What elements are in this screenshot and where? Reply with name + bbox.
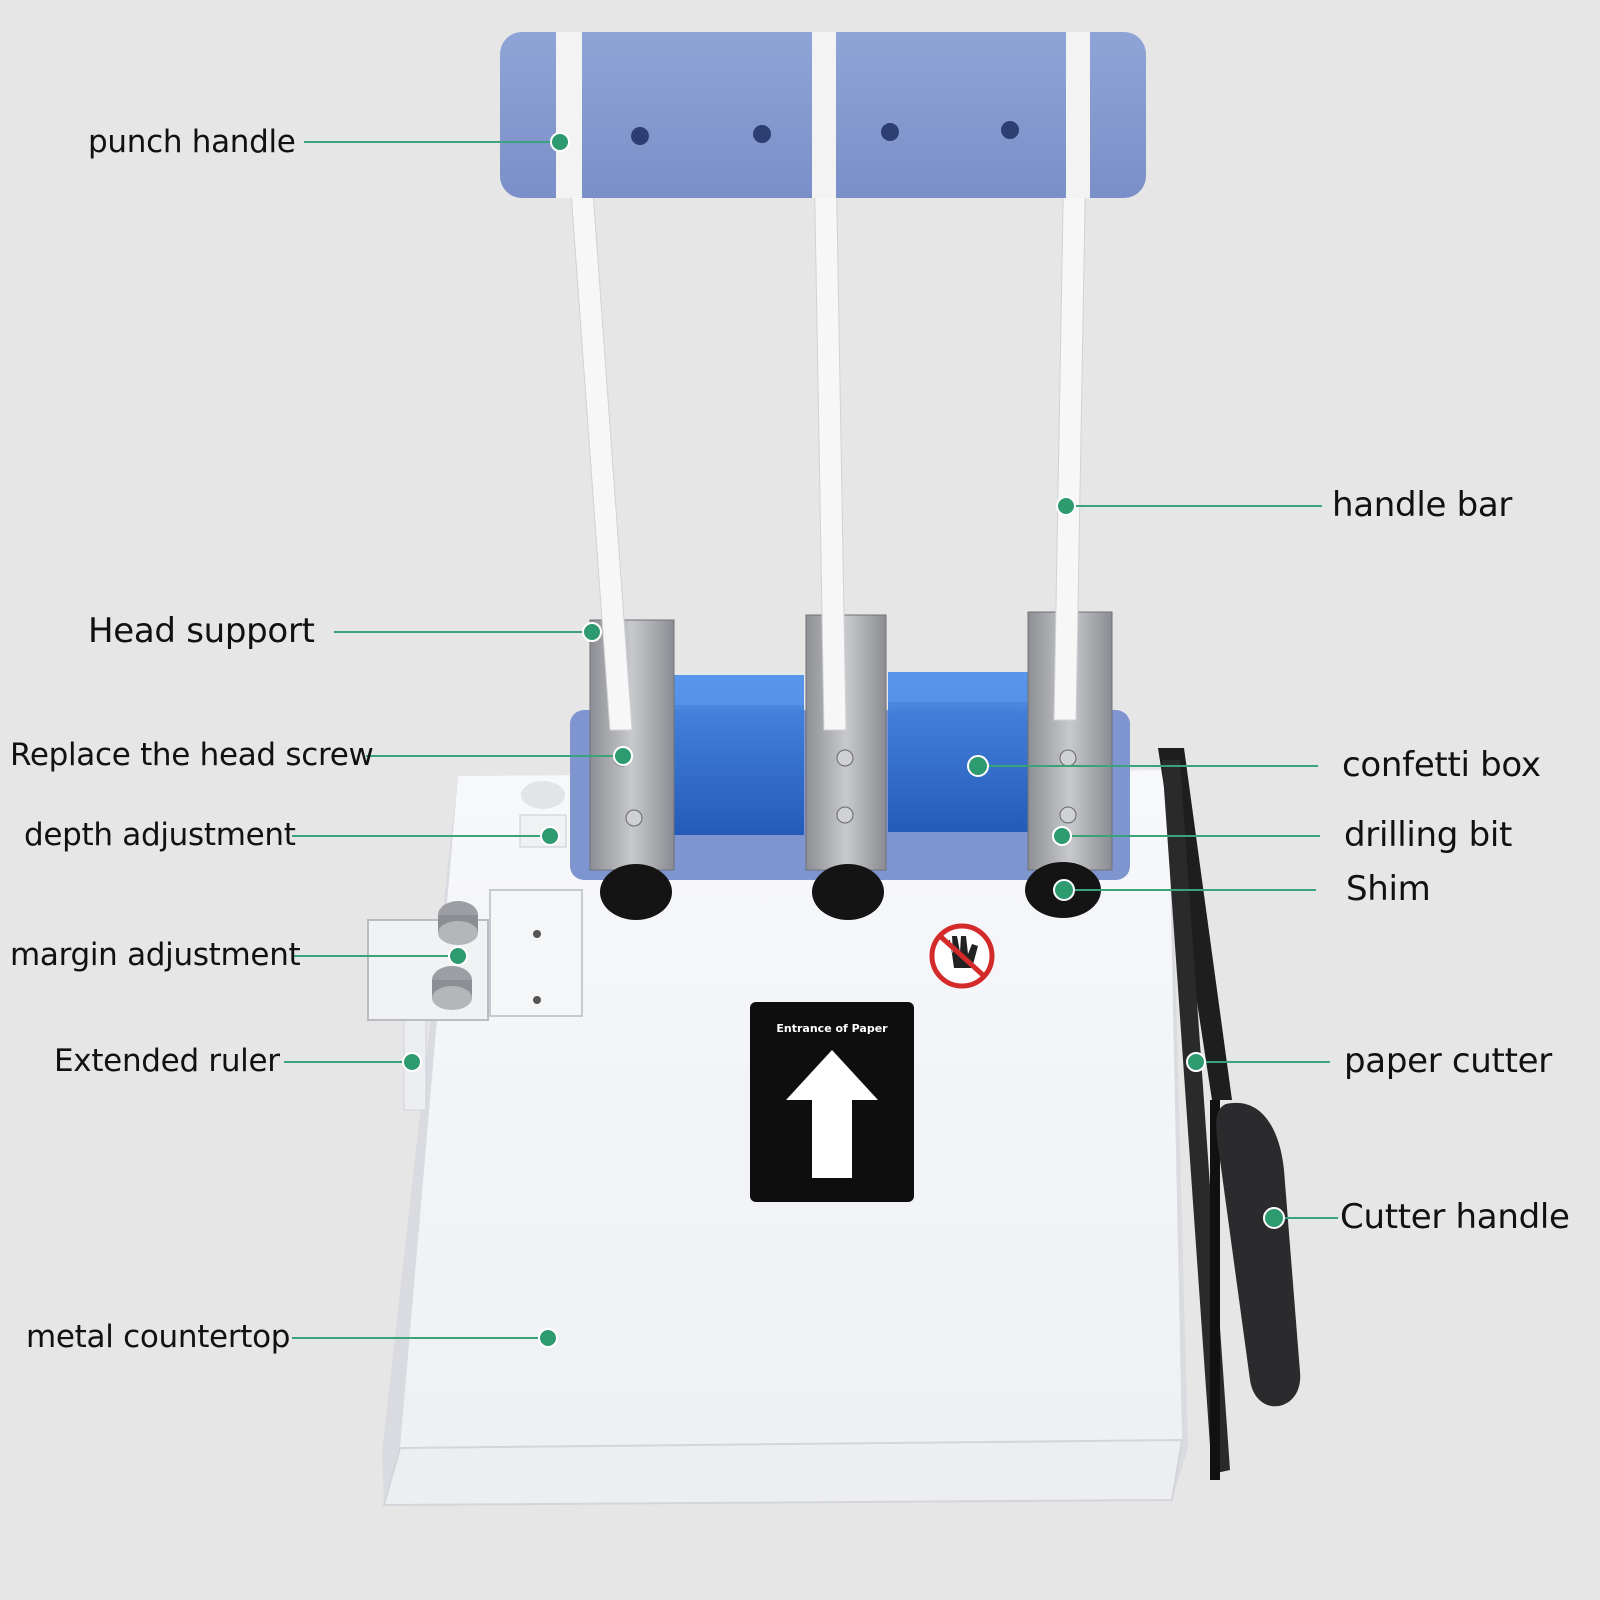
dot-metal-countertop <box>538 1328 558 1348</box>
dot-drilling-bit <box>1052 826 1072 846</box>
dot-head-support <box>582 622 602 642</box>
label-replace-head-screw: Replace the head screw <box>10 737 374 773</box>
label-confetti-box: confetti box <box>1342 745 1541 785</box>
label-drilling-bit: drilling bit <box>1344 815 1513 855</box>
leader-dots <box>402 132 1285 1348</box>
dot-margin-adjustment <box>448 946 468 966</box>
dot-handle-bar <box>1056 496 1076 516</box>
label-margin-adjustment: margin adjustment <box>10 937 301 973</box>
dot-punch-handle <box>550 132 570 152</box>
dot-paper-cutter <box>1186 1052 1206 1072</box>
leader-lines <box>284 141 1338 1339</box>
entrance-of-paper-sign: Entrance of Paper <box>750 1002 914 1202</box>
entrance-of-paper-text: Entrance of Paper <box>776 1022 888 1035</box>
arrow-up-icon <box>786 1050 878 1178</box>
label-cutter-handle: Cutter handle <box>1340 1197 1570 1237</box>
no-hands-warning-icon <box>929 923 995 989</box>
label-head-support: Head support <box>88 611 315 651</box>
head-support-shape <box>589 611 1113 871</box>
label-handle-bar: handle bar <box>1332 485 1513 525</box>
label-metal-countertop: metal countertop <box>26 1319 291 1355</box>
shim-shape <box>600 862 1101 920</box>
label-paper-cutter: paper cutter <box>1344 1041 1552 1081</box>
label-extended-ruler: Extended ruler <box>54 1043 280 1079</box>
label-shim: Shim <box>1346 869 1431 909</box>
label-punch-handle: punch handle <box>88 124 296 160</box>
dot-confetti-box <box>967 755 989 777</box>
punch-handle-shape <box>500 32 1146 198</box>
dot-shim <box>1053 879 1075 901</box>
margin-adjustment-shape <box>367 889 583 1021</box>
dot-cutter-handle <box>1263 1207 1285 1229</box>
dot-depth-adjustment <box>540 826 560 846</box>
label-depth-adjustment: depth adjustment <box>24 817 296 853</box>
dot-replace-head-screw <box>613 746 633 766</box>
cutter-handle-shape <box>1216 1102 1301 1407</box>
dot-extended-ruler <box>402 1052 422 1072</box>
